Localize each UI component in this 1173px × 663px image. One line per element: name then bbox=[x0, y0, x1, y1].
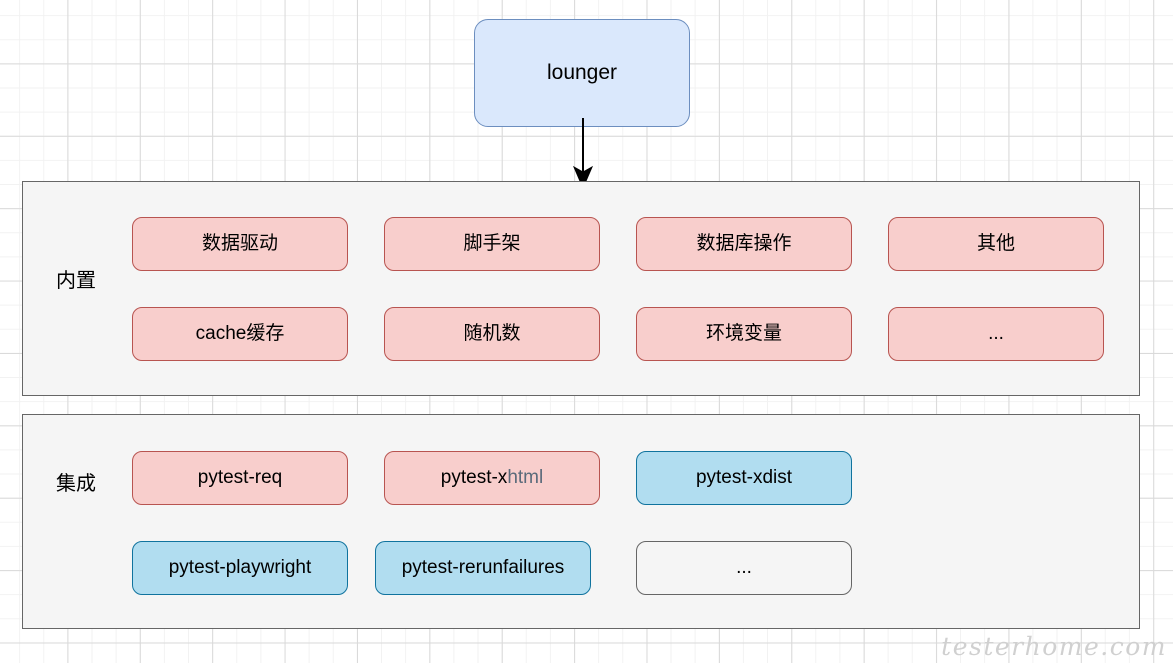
node-pytest-req[interactable]: pytest-req bbox=[132, 451, 348, 505]
node-label-head: pytest-x bbox=[440, 466, 508, 488]
node-pytest-rerunfailures[interactable]: pytest-rerunfailures bbox=[375, 541, 591, 595]
node-label: pytest-req bbox=[197, 466, 283, 488]
node-label: pytest-xdist bbox=[695, 466, 793, 488]
node-label: 数据驱动 bbox=[201, 232, 278, 254]
node-data-driven[interactable]: 数据驱动 bbox=[132, 217, 348, 271]
group-integration-label: 集成 bbox=[56, 473, 96, 495]
group-builtin: 内置 bbox=[22, 181, 1140, 396]
node-database-operation[interactable]: 数据库操作 bbox=[636, 217, 852, 271]
node-label: 随机数 bbox=[463, 322, 521, 344]
node-builtin-ellipsis[interactable]: ... bbox=[888, 307, 1104, 361]
node-lounger-label: lounger bbox=[546, 61, 618, 85]
watermark: testerhome.com bbox=[941, 632, 1167, 661]
node-label: pytest-playwright bbox=[168, 556, 312, 578]
node-other[interactable]: 其他 bbox=[888, 217, 1104, 271]
node-integration-ellipsis[interactable]: ... bbox=[636, 541, 852, 595]
group-integration: 集成 bbox=[22, 414, 1140, 629]
node-label: 脚手架 bbox=[463, 232, 521, 254]
node-label: ... bbox=[736, 556, 752, 578]
node-label: pytest-rerunfailures bbox=[401, 556, 565, 578]
node-cache[interactable]: cache缓存 bbox=[132, 307, 348, 361]
node-pytest-playwright[interactable]: pytest-playwright bbox=[132, 541, 348, 595]
node-label: ... bbox=[988, 322, 1004, 344]
node-label: cache缓存 bbox=[195, 322, 285, 344]
node-label: 数据库操作 bbox=[696, 232, 792, 254]
node-pytest-xdist[interactable]: pytest-xdist bbox=[636, 451, 852, 505]
arrow-lounger-to-builtin bbox=[572, 118, 594, 190]
node-random-number[interactable]: 随机数 bbox=[384, 307, 600, 361]
node-label: 其他 bbox=[976, 232, 1015, 254]
node-scaffold[interactable]: 脚手架 bbox=[384, 217, 600, 271]
node-env-variable[interactable]: 环境变量 bbox=[636, 307, 852, 361]
group-builtin-label: 内置 bbox=[56, 270, 96, 292]
node-lounger[interactable]: lounger bbox=[474, 19, 690, 127]
node-label: 环境变量 bbox=[705, 322, 782, 344]
node-label-accent: html bbox=[507, 466, 544, 488]
